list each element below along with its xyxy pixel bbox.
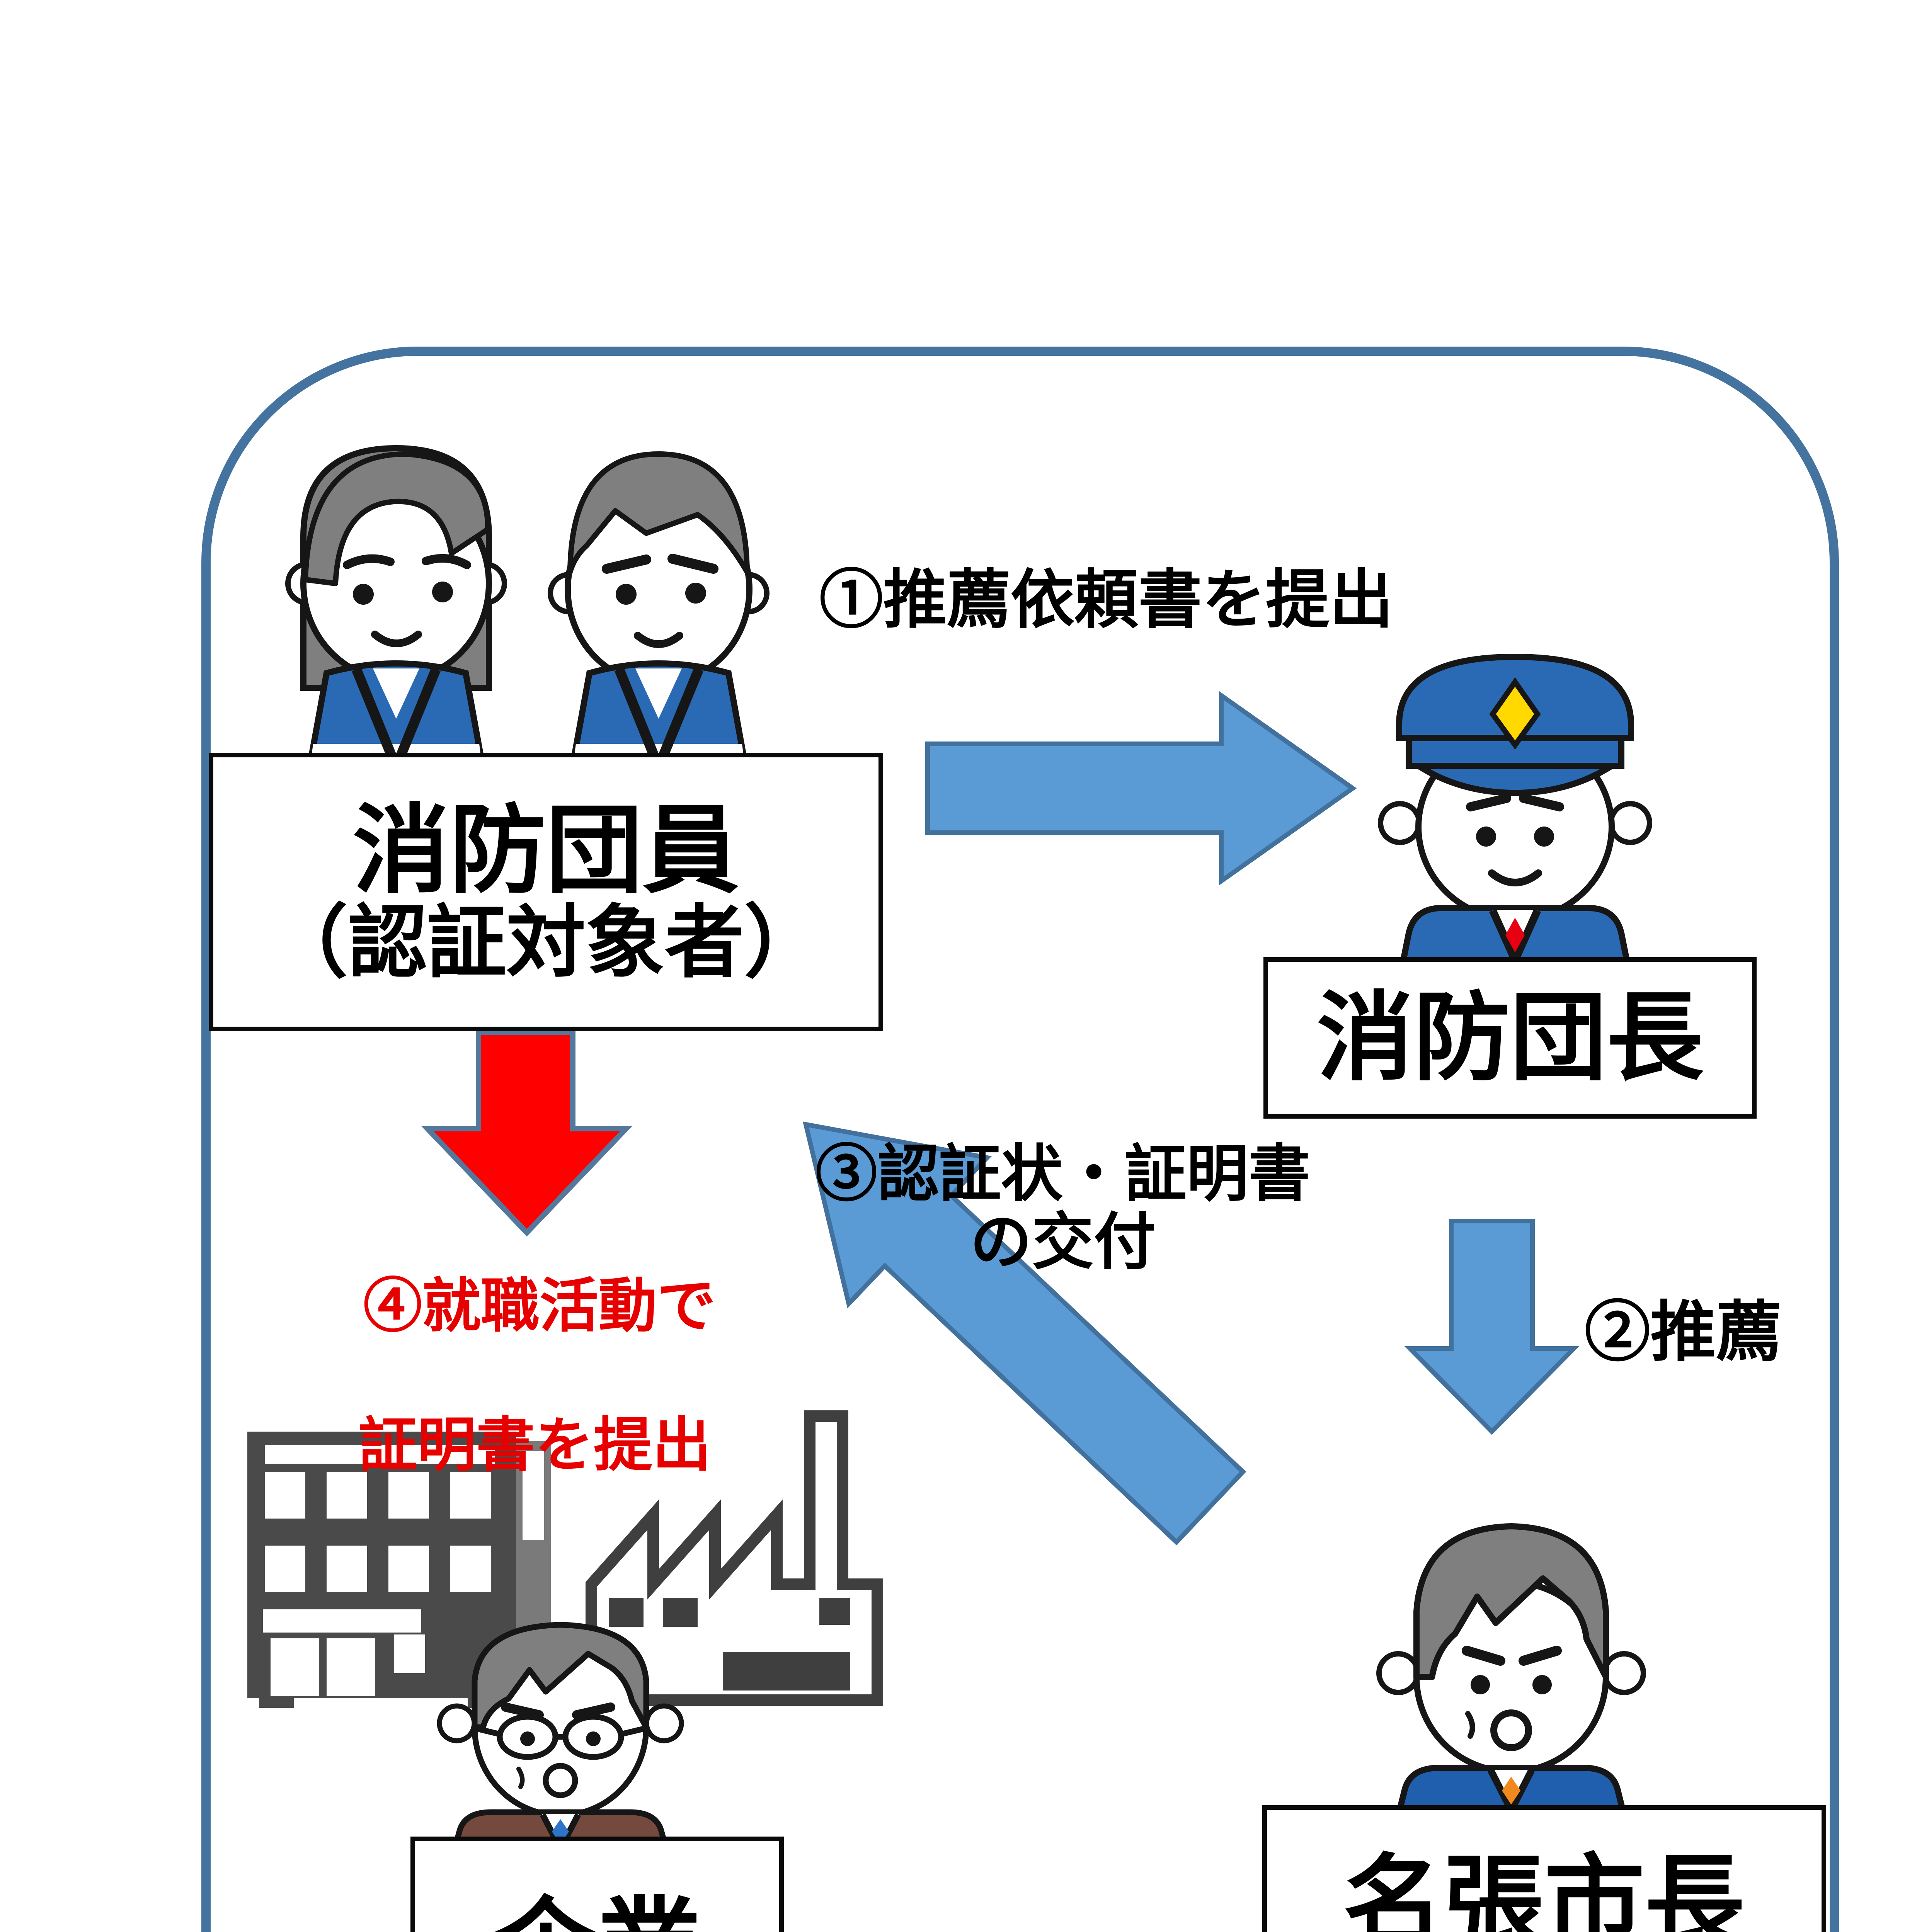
step1-text: ①推薦依頼書を提出 <box>819 564 1393 635</box>
factory-icon <box>586 1410 883 1706</box>
step4-text-line2: 証明書を提出 <box>359 1413 711 1478</box>
step3-text: ③認証状・証明書 の交付 <box>792 1140 1333 1276</box>
label-box-mayor: 名張市長 <box>1262 1805 1826 1932</box>
company-manager-icon <box>437 1622 684 1851</box>
label-box-company: 企業 <box>410 1837 784 1932</box>
step3-text-line2: の交付 <box>970 1207 1156 1276</box>
step4-text-line1: ④就職活動で <box>363 1274 716 1339</box>
step3-text-line1: ③認証状・証明書 <box>815 1139 1310 1208</box>
firefighter-female-icon <box>285 445 507 769</box>
firefighters-label-line2: （認証対象者） <box>269 898 823 987</box>
mayor-label: 名張市長 <box>1343 1847 1745 1932</box>
firefighter-male-icon <box>548 451 770 769</box>
mayor-icon <box>1376 1523 1646 1812</box>
chief-label: 消防団長 <box>1317 983 1703 1092</box>
office-building-icon <box>247 1432 551 1708</box>
firefighter-members-icon <box>285 445 770 769</box>
step2-text: ②推薦 <box>1585 1296 1782 1369</box>
diagram-border <box>201 347 1839 1932</box>
company-label: 企業 <box>493 1893 701 1932</box>
label-box-firefighters: 消防団員 （認証対象者） <box>209 753 883 1031</box>
label-box-chief: 消防団長 <box>1263 957 1757 1119</box>
firefighters-label-line1: 消防団員 <box>352 796 739 904</box>
fire-chief-icon <box>1378 653 1652 962</box>
